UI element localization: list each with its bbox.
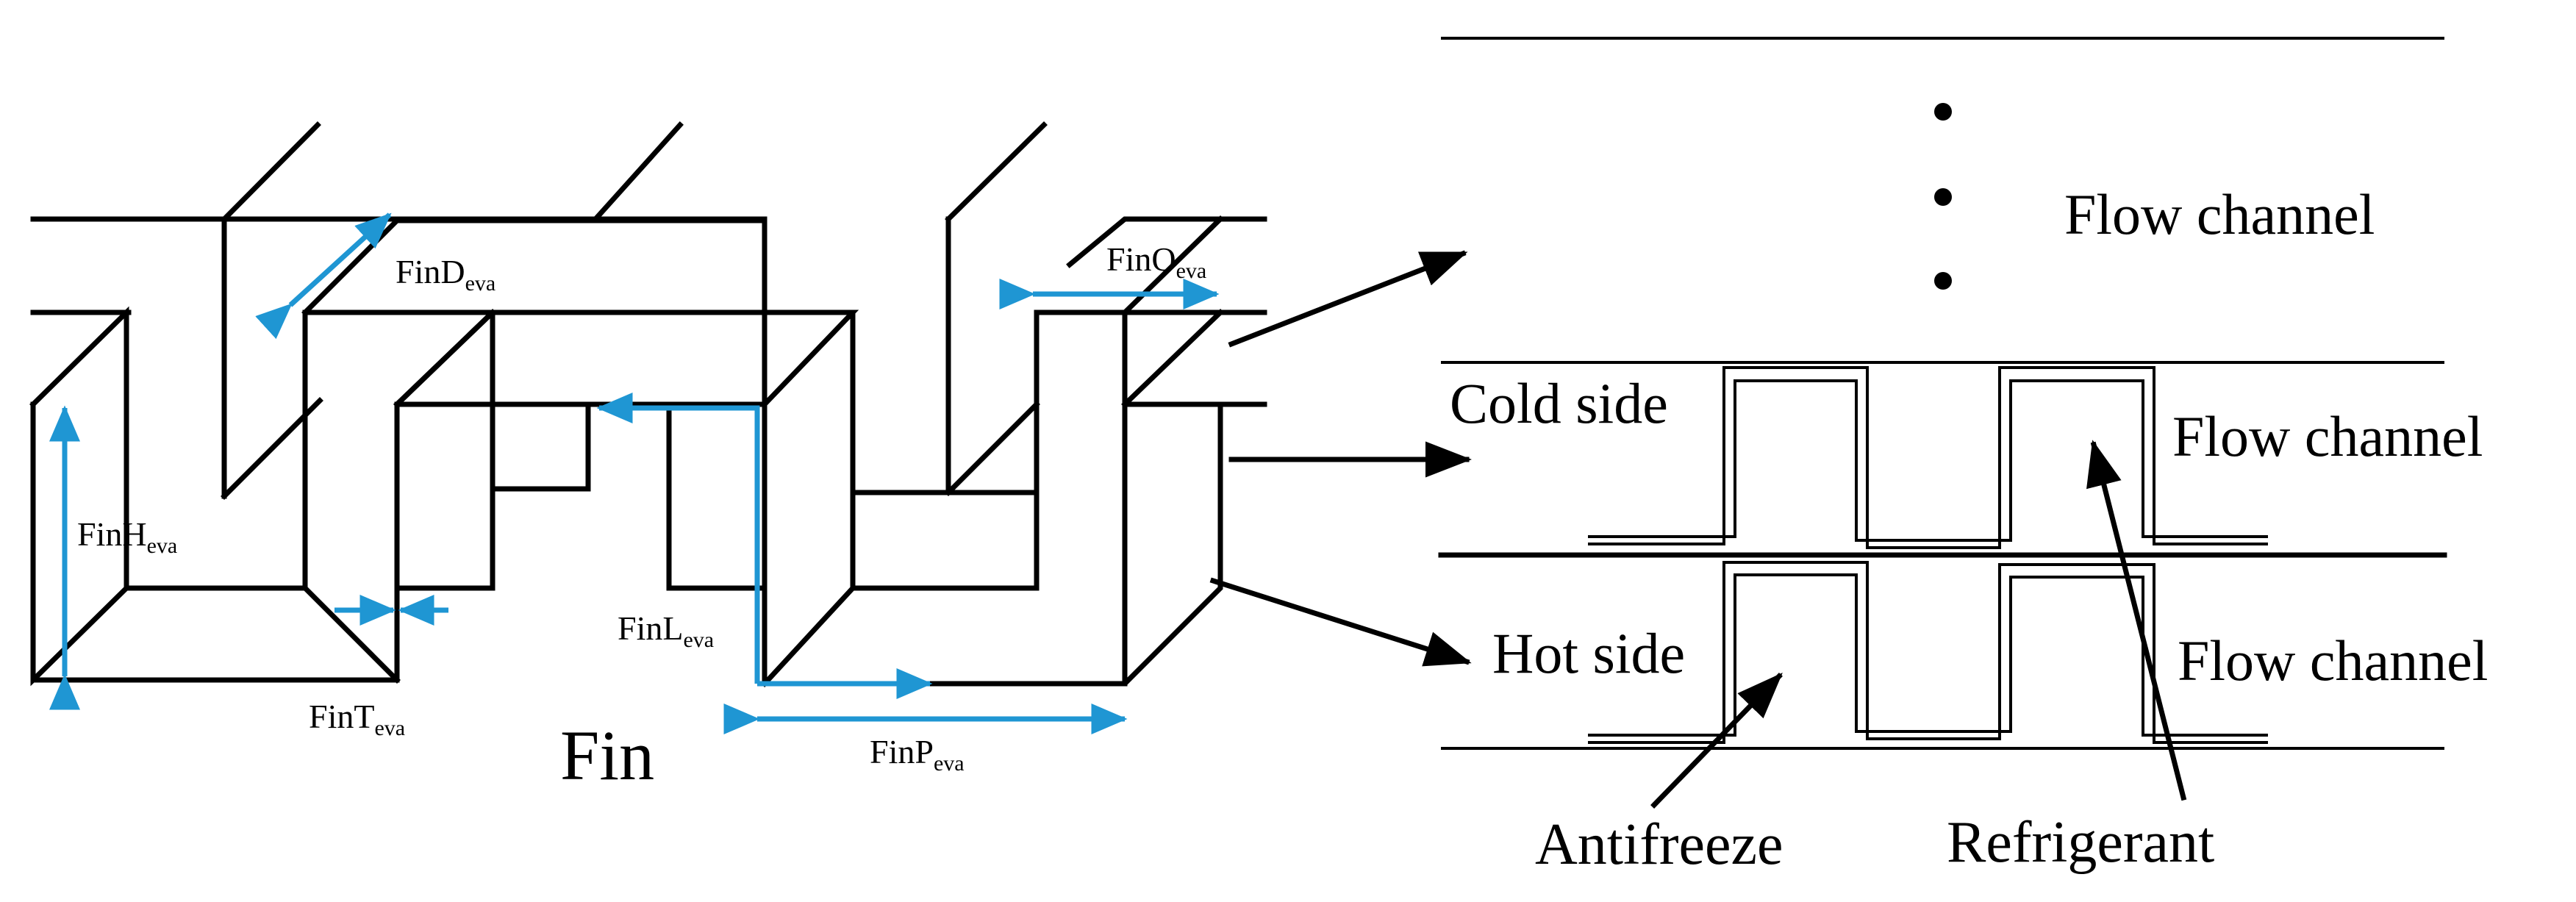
fin-channel-1-floor — [301, 584, 401, 684]
label-middle-flow-channel: Flow channel — [2172, 404, 2483, 468]
fin-channel-1-bottom — [30, 309, 496, 683]
fin-right-tab-diag — [1121, 309, 1224, 408]
hot-fin-outer — [1588, 561, 2268, 744]
arrow-antifreeze — [1650, 672, 1783, 809]
fin-channel-2-back — [850, 490, 1040, 591]
fin-back-diag-1 — [221, 121, 321, 223]
fin-title: Fin — [560, 716, 654, 795]
hot-fin-inner — [1588, 573, 2268, 737]
fin-left-leg-face — [29, 306, 129, 687]
fin-crest-1-top — [302, 309, 499, 408]
label-fin-depth: FinDeva — [396, 253, 495, 296]
fin-middle-block-front — [490, 401, 591, 492]
label-cold-side: Cold side — [1450, 371, 1668, 435]
arrow-refrigerant — [2086, 440, 2187, 801]
arrow-to-top-channel — [1228, 250, 1468, 348]
ellipsis-dot-2 — [1934, 188, 1952, 206]
dim-fin-depth-arrow — [255, 212, 392, 340]
exchanger-cross-section: Flow channel Cold side Flow channel Hot … — [1438, 37, 2488, 877]
label-top-flow-channel: Flow channel — [2064, 182, 2375, 246]
fin-middle-inner — [666, 401, 768, 591]
fin-channel-2-floor — [762, 401, 1223, 687]
fin-channel-2-right — [1034, 309, 1128, 687]
fin-3d-sketch: FinHeva FinTeva FinDeva FinOeva FinLeva … — [29, 121, 1267, 795]
label-refrigerant: Refrigerant — [1947, 810, 2214, 875]
label-hot-side: Hot side — [1492, 621, 1685, 685]
fin-back-diag-3 — [945, 121, 1048, 223]
fin-back-diag-2 — [592, 121, 684, 223]
fin-middle-block-right — [761, 309, 856, 687]
label-fin-thickness: FinTeva — [309, 698, 405, 740]
label-antifreeze: Antifreeze — [1535, 812, 1783, 877]
cold-fin-inner — [1588, 379, 2268, 542]
label-bottom-flow-channel: Flow channel — [2178, 629, 2488, 692]
label-fin-height: FinHeva — [77, 515, 177, 558]
label-fin-pitch: FinPeva — [870, 733, 965, 776]
label-fin-offset: FinOeva — [1106, 240, 1206, 283]
fin-back-inner-diag-2 — [945, 401, 1040, 496]
connector-arrows — [1209, 250, 1472, 667]
cold-fin-outer — [1588, 366, 2268, 549]
fin-middle-block — [393, 309, 859, 408]
arrow-to-hot-side — [1209, 577, 1472, 667]
ellipsis-dot-1 — [1934, 103, 1952, 121]
label-fin-length: FinLeva — [618, 609, 714, 652]
ellipsis-dot-3 — [1934, 272, 1952, 290]
fin-crest-1 — [301, 218, 768, 316]
dim-fin-length-arrow — [596, 393, 760, 684]
